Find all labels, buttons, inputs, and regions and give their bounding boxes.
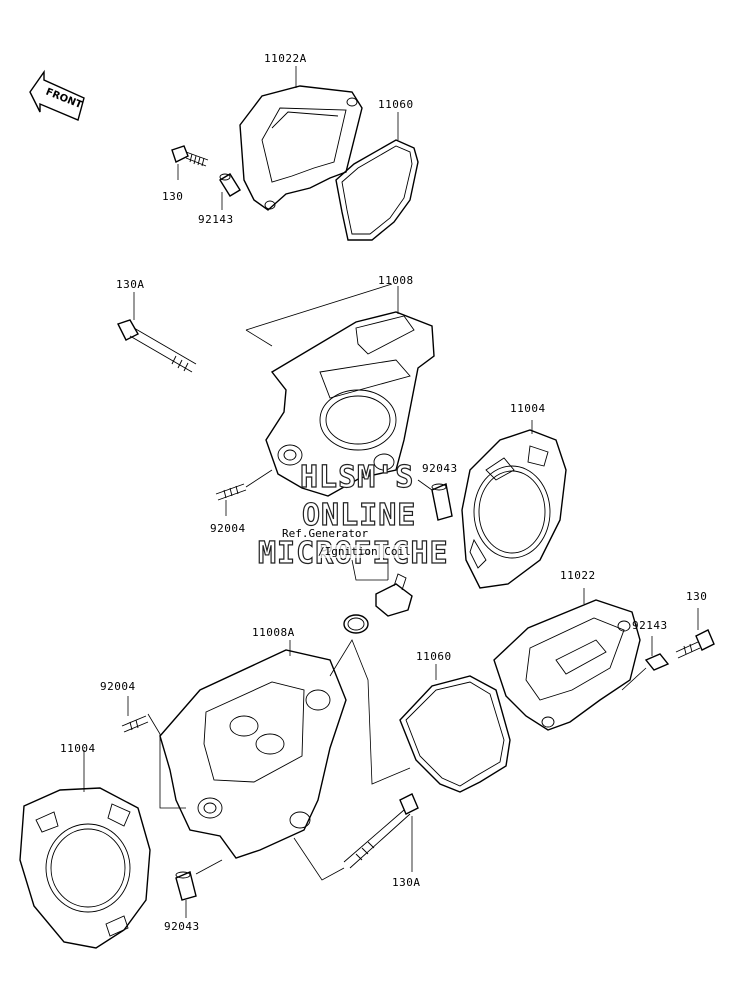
ignition-coil-note: /Ignition Coil [318, 545, 411, 558]
label-92004-left: 92004 [100, 680, 136, 693]
cover-gasket-top [335, 139, 419, 241]
label-11008: 11008 [378, 274, 414, 287]
watermark-line-1: HLSM'S [299, 459, 415, 495]
label-11008A: 11008A [252, 626, 295, 639]
head-gasket-left [19, 787, 151, 949]
cylinder-head-cover-front [493, 599, 641, 731]
label-130-right: 130 [686, 590, 708, 603]
label-11022: 11022 [560, 569, 596, 582]
label-130A-bottom: 130A [392, 876, 421, 889]
stud-92004-left [121, 713, 186, 809]
label-92143-top: 92143 [198, 213, 234, 226]
label-11022A: 11022A [264, 52, 307, 65]
dowel-pin-92043-bottom [175, 859, 223, 901]
cover-gasket-front [399, 675, 511, 793]
label-11060-mid: 11060 [416, 650, 452, 663]
collar-92143-top [219, 173, 241, 197]
cylinder-head-cover-rear [239, 85, 363, 211]
label-11004-left: 11004 [60, 742, 96, 755]
stud-92004-mid [215, 469, 273, 501]
generator-sensor [343, 559, 413, 634]
ref-generator-note: Ref.Generator [282, 527, 369, 540]
dowel-pin-92043-mid [417, 479, 453, 521]
label-130A-top: 130A [116, 278, 145, 291]
collar-92143-right [621, 653, 670, 691]
bolt-130A-top [117, 319, 197, 373]
label-92004-mid: 92004 [210, 522, 246, 535]
label-130-top: 130 [162, 190, 184, 203]
bolt-130-top [171, 145, 209, 167]
label-11004-right: 11004 [510, 402, 546, 415]
bolt-130-right [675, 629, 715, 659]
head-gasket-right [461, 429, 567, 589]
cylinder-head-front [159, 639, 411, 859]
cylinder-head-rear [245, 283, 435, 497]
bolt-130A-bottom [293, 793, 419, 881]
front-arrow-icon: FRONT [29, 69, 85, 121]
label-11060-top: 11060 [378, 98, 414, 111]
label-92143-right: 92143 [632, 619, 668, 632]
label-92043-mid: 92043 [422, 462, 458, 475]
label-92043-bottom: 92043 [164, 920, 200, 933]
leader-lines [83, 66, 699, 918]
